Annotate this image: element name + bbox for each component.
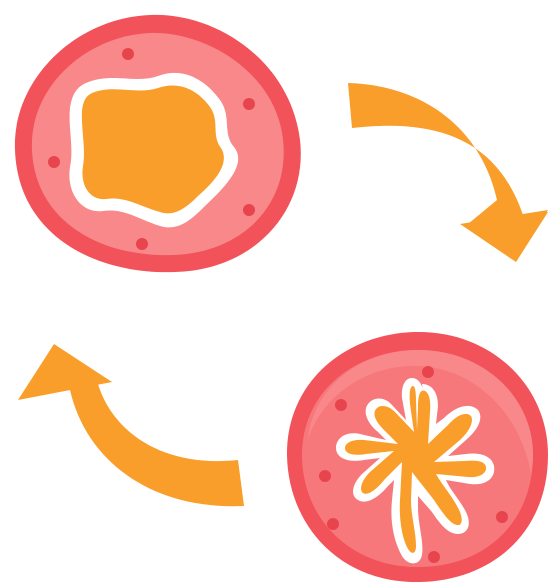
vesicle-dot <box>319 470 331 482</box>
cell-with-star-core-icon <box>287 332 548 582</box>
vesicle-dot <box>327 518 339 530</box>
arrow-head <box>460 210 548 262</box>
vesicle-dot <box>136 238 148 250</box>
vesicle-dot <box>243 204 255 216</box>
cell-with-smooth-core-icon <box>15 15 301 272</box>
vesicle-dot <box>496 511 508 523</box>
vesicle-dot <box>422 366 434 378</box>
vesicle-dot <box>335 399 347 411</box>
vesicle-dot <box>243 98 255 110</box>
vesicle-dot <box>428 551 440 563</box>
curved-arrow-left-icon <box>18 344 244 506</box>
vesicle-dot <box>48 156 60 168</box>
curved-arrow-right-icon <box>348 83 548 262</box>
vesicle-dot <box>122 48 134 60</box>
